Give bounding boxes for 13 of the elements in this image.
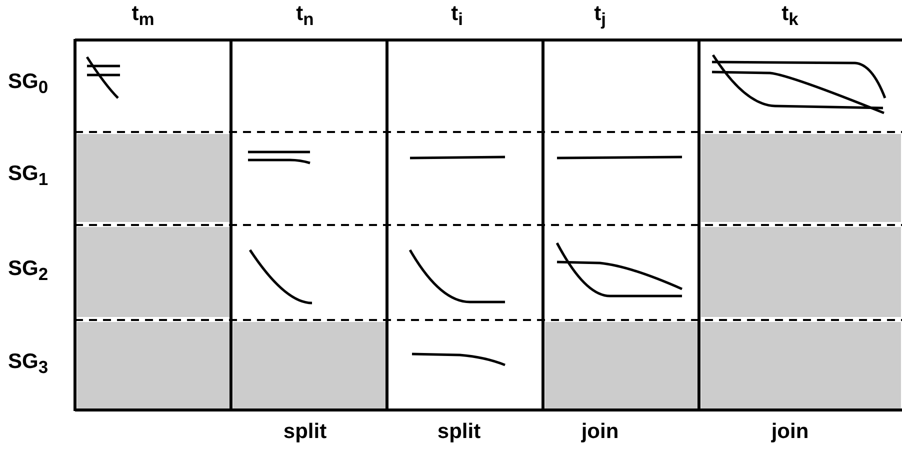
column-header: t$_{j}$ — [594, 2, 606, 30]
row-header: SG$_{3}$ — [8, 350, 48, 378]
column-header: t$_{k}$ — [782, 2, 798, 30]
column-header: t$_{m}$ — [132, 2, 154, 30]
row-header: SG$_{0}$ — [8, 70, 48, 98]
column-footer: join — [581, 420, 619, 444]
column-footer: split — [283, 420, 327, 444]
column-footer: split — [437, 420, 481, 444]
row-header: SG$_{2}$ — [8, 257, 48, 286]
column-header: t$_{n}$ — [296, 2, 314, 30]
column-header: t$_{i}$ — [451, 2, 463, 30]
column-footer: join — [771, 420, 809, 444]
row-header: SG$_{1}$ — [8, 162, 48, 190]
